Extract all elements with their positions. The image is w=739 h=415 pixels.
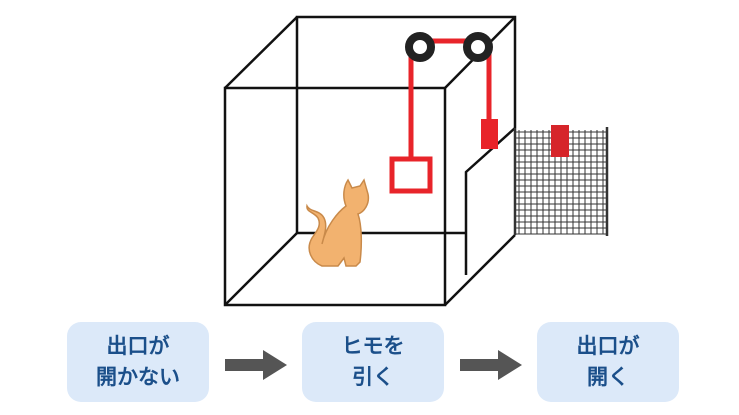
arrow-right-icon — [225, 350, 287, 380]
step-1-line1: 出口が — [106, 334, 170, 358]
step-3-line1: 出口が — [576, 334, 640, 358]
step-box-pull-string: ヒモを 引く — [302, 322, 444, 402]
string-weight — [481, 119, 498, 149]
step-2-line2: 引く — [352, 365, 394, 389]
pulley-icon — [405, 32, 493, 62]
step-box-exit-closed: 出口が 開かない — [67, 322, 209, 402]
step-2-line1: ヒモを — [341, 334, 405, 358]
cat-icon — [306, 178, 370, 267]
door-latch — [551, 125, 569, 157]
mesh-door — [513, 127, 609, 236]
arrow-right-icon — [460, 350, 522, 380]
pulley-string — [389, 38, 492, 194]
cage-frame — [223, 15, 517, 307]
step-box-exit-opens: 出口が 開く — [537, 322, 679, 402]
step-3-line2: 開く — [587, 365, 629, 389]
step-1-line2: 開かない — [96, 365, 180, 389]
